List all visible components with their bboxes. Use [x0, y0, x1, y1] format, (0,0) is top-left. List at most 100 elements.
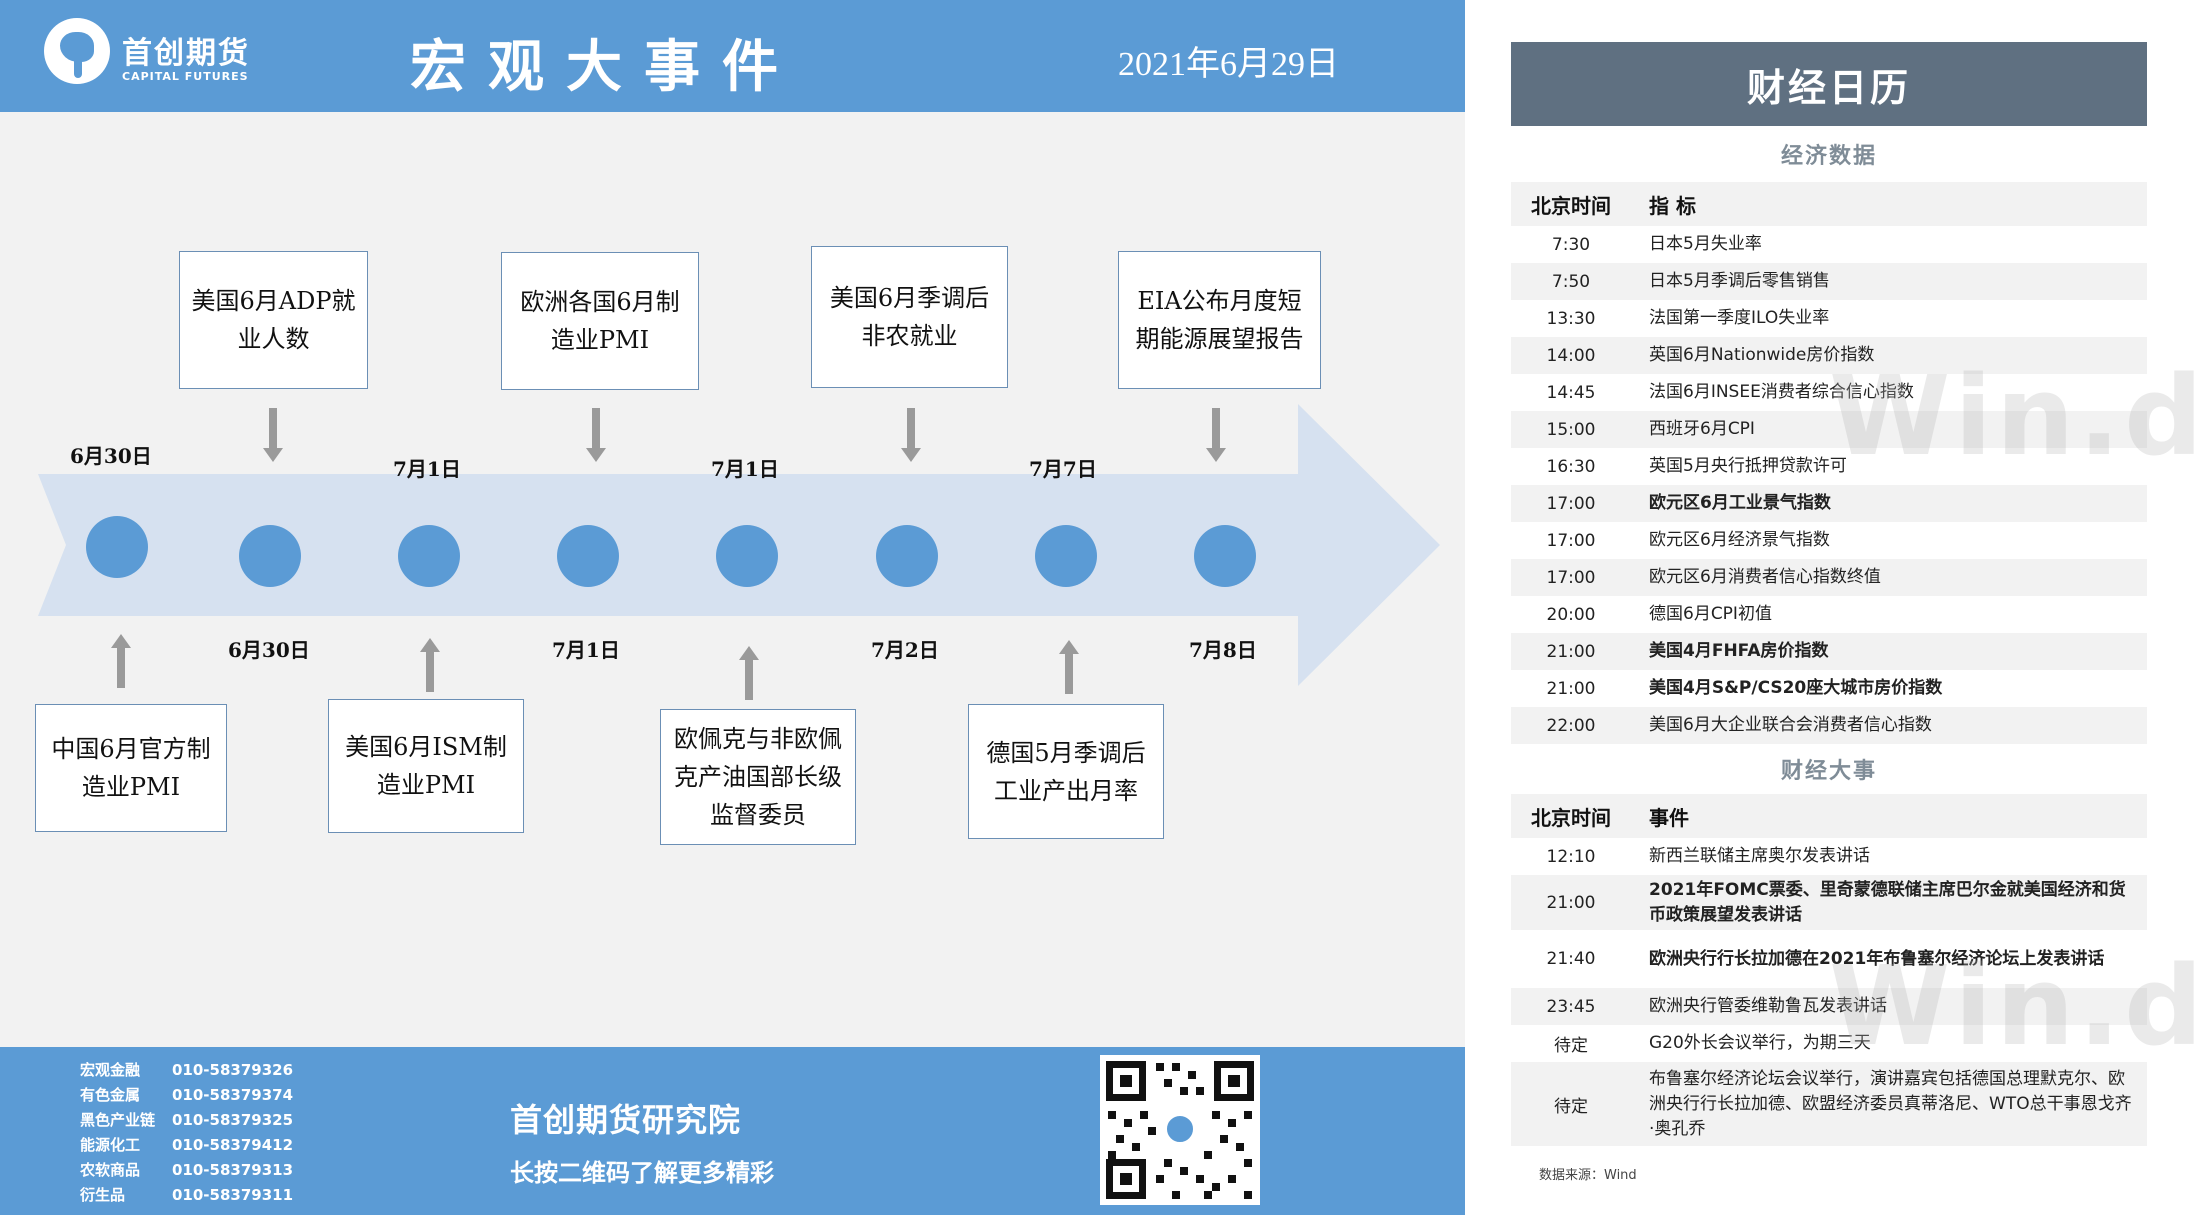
row-name: 布鲁塞尔经济论坛会议举行，演讲嘉宾包括德国总理默克尔、欧洲央行行长拉加德、欧盟经…	[1649, 1068, 2132, 1139]
table-row: 17:00 欧元区6月工业景气指数	[1511, 485, 2147, 522]
footer-slogan: 长按二维码了解更多精彩	[510, 1159, 774, 1187]
row-name: 2021年FOMC票委、里奇蒙德联储主席巴尔金就美国经济和货币政策展望发表讲话	[1649, 879, 2126, 925]
down-arrow-icon	[1206, 408, 1226, 462]
table-row: 待定 布鲁塞尔经济论坛会议举行，演讲嘉宾包括德国总理默克尔、欧洲央行行长拉加德、欧…	[1511, 1062, 2147, 1146]
row-time: 17:00	[1546, 493, 1596, 514]
event-box: 德国5月季调后工业产出月率	[968, 704, 1164, 839]
row-name: 新西兰联储主席奥尔发表讲话	[1649, 846, 1870, 866]
timeline-dot	[1035, 525, 1097, 587]
row-name: 英国6月Nationwide房价指数	[1649, 345, 1875, 365]
row-time: 16:30	[1546, 456, 1596, 477]
row-name: 美国6月大企业联合会消费者信心指数	[1649, 715, 1932, 735]
contact-row: 能源化工 010-58379412	[80, 1132, 293, 1157]
col-time: 北京时间	[1531, 193, 1611, 218]
timeline-date: 6月30日	[70, 444, 152, 468]
event-text: 中国6月官方制造业PMI	[51, 735, 211, 801]
event-box: EIA公布月度短期能源展望报告	[1118, 251, 1321, 389]
logo-name: 首创期货	[122, 36, 250, 71]
row-time: 21:40	[1546, 949, 1596, 969]
row-name: G20外长会议举行，为期三天	[1649, 1033, 1871, 1053]
timeline-date: 7月2日	[871, 638, 939, 662]
header-bar: 首创期货 CAPITAL FUTURES 宏观大事件 2021年6月29日	[0, 0, 1465, 112]
event-section-title: 财经大事	[1780, 759, 1877, 784]
data-source-note: 数据来源：Wind	[1539, 1168, 1637, 1183]
event-timeline: 6月30日 7月1日 7月1日 7月7日 6月30日 7月1日 7月2日 7月8…	[0, 112, 1465, 1047]
row-time: 14:45	[1546, 382, 1596, 403]
row-name: 日本5月季调后零售销售	[1649, 271, 1830, 291]
row-time: 20:00	[1546, 604, 1596, 625]
event-box: 欧佩克与非欧佩克产油国部长级监督委员	[660, 709, 856, 845]
contact-phone: 010-58379412	[172, 1135, 294, 1154]
down-arrow-icon	[586, 408, 606, 462]
event-text: 美国6月ISM制造业PMI	[345, 733, 507, 799]
table-row: 15:00 西班牙6月CPI	[1511, 411, 2147, 448]
event-table-header: 北京时间 事件	[1511, 794, 2147, 838]
page-title: 宏观大事件	[410, 34, 800, 100]
row-time: 15:00	[1546, 419, 1596, 440]
timeline-date: 7月7日	[1029, 457, 1097, 481]
col-event: 事件	[1649, 805, 1689, 830]
contact-dept: 宏观金融	[80, 1061, 141, 1079]
timeline-dot	[1194, 525, 1256, 587]
row-time: 7:50	[1551, 271, 1591, 292]
watermark: Win.d	[1829, 942, 2198, 1070]
row-time: 13:30	[1546, 308, 1596, 329]
row-time: 21:00	[1546, 678, 1596, 699]
row-name: 美国4月FHFA房价指数	[1649, 641, 1829, 661]
event-text: 欧洲各国6月制造业PMI	[520, 288, 680, 354]
contact-row: 黑色产业链 010-58379325	[80, 1107, 293, 1132]
contact-dept: 农软商品	[80, 1161, 141, 1179]
table-row: 22:00 美国6月大企业联合会消费者信心指数	[1511, 707, 2147, 744]
row-time: 17:00	[1546, 530, 1596, 551]
qr-code-icon[interactable]	[1100, 1055, 1260, 1205]
row-name: 欧元区6月工业景气指数	[1649, 493, 1831, 513]
contact-row: 农软商品 010-58379313	[80, 1157, 293, 1182]
contact-dept: 衍生品	[80, 1186, 126, 1204]
contact-dept: 能源化工	[80, 1136, 141, 1154]
event-text: EIA公布月度短期能源展望报告	[1135, 287, 1304, 353]
row-time: 待定	[1554, 1036, 1588, 1056]
table-row: 21:00 美国4月FHFA房价指数	[1511, 633, 2147, 670]
row-time: 21:00	[1546, 641, 1596, 662]
event-box: 美国6月季调后非农就业	[811, 246, 1008, 388]
event-box: 欧洲各国6月制造业PMI	[501, 252, 699, 390]
row-time: 待定	[1554, 1096, 1588, 1117]
contact-phone: 010-58379311	[172, 1185, 294, 1204]
row-time: 22:00	[1546, 715, 1596, 736]
contact-phone: 010-58379313	[172, 1160, 294, 1179]
timeline-dot	[86, 516, 148, 578]
row-name: 美国4月S&P/CS20座大城市房价指数	[1649, 678, 1943, 698]
event-text: 美国6月ADP就业人数	[191, 287, 356, 353]
contact-dept: 有色金属	[80, 1086, 141, 1104]
row-time: 14:00	[1546, 345, 1596, 366]
up-arrow-icon	[739, 646, 759, 700]
table-row: 21:00 美国4月S&P/CS20座大城市房价指数	[1511, 670, 2147, 707]
timeline-dot	[876, 525, 938, 587]
row-name: 西班牙6月CPI	[1649, 419, 1755, 439]
calendar-title: 财经日历	[1511, 42, 2147, 126]
table-row: 14:00 英国6月Nationwide房价指数	[1511, 337, 2147, 374]
timeline-date: 7月1日	[393, 457, 461, 481]
timeline-dot	[398, 525, 460, 587]
event-text: 美国6月季调后非农就业	[829, 284, 990, 350]
row-name: 欧元区6月消费者信心指数终值	[1649, 567, 1881, 587]
col-indicator: 指 标	[1649, 193, 1696, 218]
row-name: 德国6月CPI初值	[1649, 604, 1772, 624]
table-row: 待定 G20外长会议举行，为期三天	[1511, 1025, 2147, 1062]
contact-dept: 黑色产业链	[80, 1111, 156, 1129]
row-time: 7:30	[1551, 234, 1591, 255]
contact-phone: 010-58379325	[172, 1110, 294, 1129]
row-name: 欧洲央行管委维勒鲁瓦发表讲话	[1649, 996, 1887, 1016]
